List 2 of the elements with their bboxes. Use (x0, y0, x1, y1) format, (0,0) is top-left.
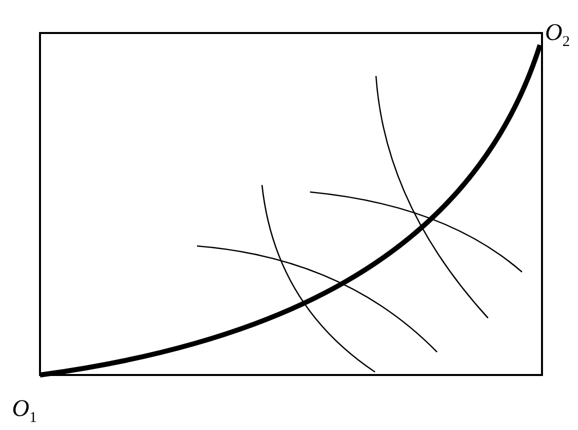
origin-label: O$_{2}$ (545, 20, 570, 52)
origin-label: O$_{1}$ (12, 396, 37, 428)
